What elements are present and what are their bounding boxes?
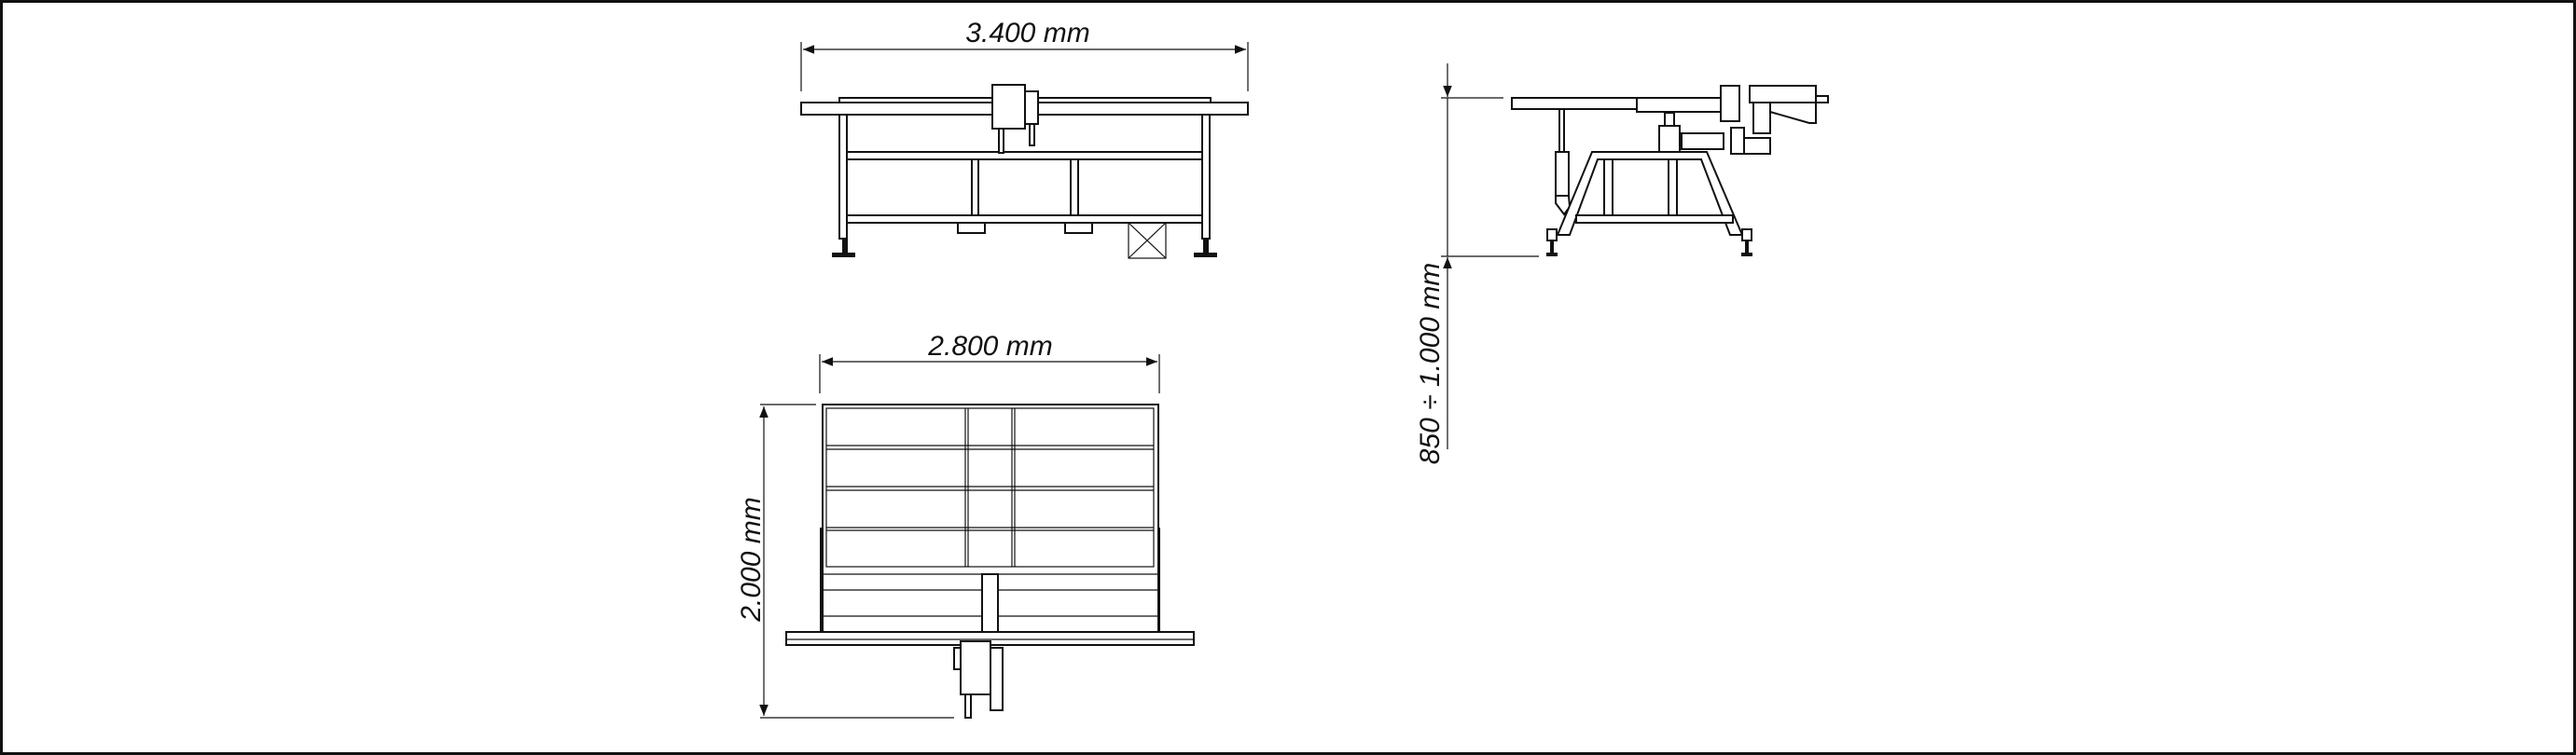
leg-right xyxy=(1201,114,1211,240)
foot-right xyxy=(1194,253,1217,257)
stand-frame xyxy=(1556,151,1744,236)
side-view: 850 ÷ 1.000 mm xyxy=(1415,63,1829,464)
slat-grid xyxy=(825,407,1155,568)
dimension-top-depth: 2.000 mm xyxy=(736,404,954,719)
dimension-top-width: 2.800 mm xyxy=(819,331,1160,393)
dimension-side-height: 850 ÷ 1.000 mm xyxy=(1415,63,1539,464)
dimension-label-side-height: 850 ÷ 1.000 mm xyxy=(1415,263,1446,465)
front-view: 3.400 mm xyxy=(800,18,1249,259)
dimension-label-front-width: 3.400 mm xyxy=(965,18,1089,48)
foot-left xyxy=(832,253,855,257)
top-view: 2.800 mm 2.000 mm xyxy=(736,331,1195,719)
crate xyxy=(1128,222,1167,259)
leg-left xyxy=(838,114,848,240)
cutting-head-top xyxy=(960,640,991,695)
dimension-label-top-depth: 2.000 mm xyxy=(736,497,767,622)
cutting-head xyxy=(991,84,1026,130)
dimension-label-top-width: 2.800 mm xyxy=(927,331,1052,362)
dimension-front-width: 3.400 mm xyxy=(800,18,1249,91)
